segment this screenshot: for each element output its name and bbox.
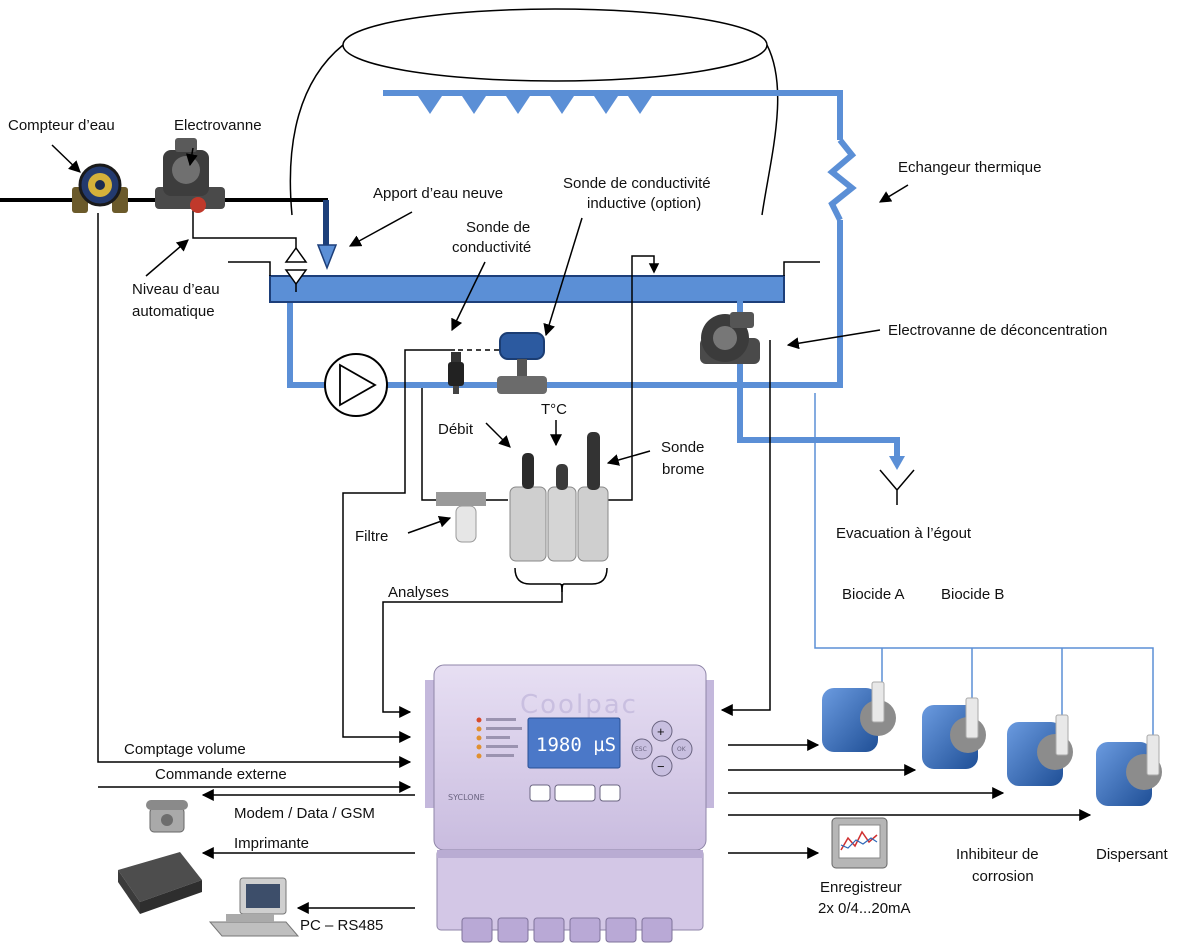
drain-pipe <box>737 300 915 505</box>
inductive-conductivity-probe <box>497 332 547 394</box>
label-modem: Modem / Data / GSM <box>234 805 375 822</box>
coolpac-controller: Coolpac 1980 µS + − ESC <box>425 664 714 943</box>
filter <box>436 492 486 543</box>
controller-display-value: 1980 µS <box>536 734 616 756</box>
label-inhibitor-line2: corrosion <box>972 868 1034 885</box>
printer <box>118 852 202 914</box>
dosing-pump-biocide-a <box>822 681 896 752</box>
controller-soft-key-2[interactable] <box>554 784 596 802</box>
label-inductive-probe-line2: inductive (option) <box>587 195 701 212</box>
fresh-water-inlet-arrow <box>316 244 338 271</box>
label-auto-level-line2: automatique <box>132 303 215 320</box>
label-recorder-line2: 2x 0/4...20mA <box>818 900 911 917</box>
float-level-valve <box>192 200 308 292</box>
label-analyses: Analyses <box>388 584 449 601</box>
temperature-sensor <box>556 464 568 490</box>
solenoid-valve <box>155 138 225 213</box>
label-flow: Débit <box>438 421 474 438</box>
label-fresh-water-supply: Apport d’eau neuve <box>373 185 503 202</box>
basin-tank <box>269 275 785 303</box>
cable-glands <box>461 917 673 943</box>
pc <box>208 877 300 937</box>
spray-header <box>287 90 843 388</box>
controller-enter-button[interactable]: OK <box>671 738 693 760</box>
label-inductive-probe-line1: Sonde de conductivité <box>563 175 711 192</box>
label-recorder-line1: Enregistreur <box>820 879 902 896</box>
controller-model: SYCLONE <box>448 793 485 802</box>
controller-minus-button[interactable]: − <box>651 755 673 777</box>
label-auto-level-line1: Niveau d’eau <box>132 281 220 298</box>
recirculation-pump <box>324 353 388 417</box>
deconcentration-valve <box>700 312 760 364</box>
analysis-probe-holders <box>509 432 609 562</box>
label-pc: PC – RS485 <box>300 917 383 934</box>
controller-esc-button[interactable]: ESC <box>631 738 653 760</box>
cooling-tower <box>289 8 779 216</box>
flow-sensor <box>522 453 534 489</box>
basin <box>228 261 820 303</box>
label-solenoid-valve: Electrovanne <box>174 117 262 134</box>
label-printer: Imprimante <box>234 835 309 852</box>
label-conductivity-probe-line1: Sonde de <box>466 219 530 236</box>
label-filter: Filtre <box>355 528 388 545</box>
recorder <box>831 817 888 869</box>
controller-soft-key-1[interactable] <box>529 784 551 802</box>
label-drain: Evacuation à l’égout <box>836 525 972 542</box>
svg-text:OK: OK <box>677 746 687 753</box>
controller-output-arrows <box>728 739 1092 821</box>
label-volume-count: Comptage volume <box>124 741 246 758</box>
tower-right-wall <box>761 44 779 216</box>
label-biocide-a: Biocide A <box>842 586 905 603</box>
svg-text:−: − <box>657 759 665 774</box>
status-leds <box>476 717 522 759</box>
dosing-pump-biocide-b <box>922 697 986 769</box>
label-deconcentration-valve: Electrovanne de déconcentration <box>888 322 1107 339</box>
callout-arrows <box>51 144 909 534</box>
label-conductivity-probe-line2: conductivité <box>452 239 531 256</box>
heat-exchanger-coil <box>827 138 857 222</box>
drain-outlet-symbol <box>879 469 915 505</box>
conductivity-probe <box>410 349 505 394</box>
tower-left-wall <box>289 44 344 216</box>
label-external-command: Commande externe <box>155 766 287 783</box>
telephone <box>146 800 188 833</box>
label-heat-exchanger: Echangeur thermique <box>898 159 1041 176</box>
controller-lcd <box>527 717 621 769</box>
label-bromine-probe-line2: brome <box>662 461 705 478</box>
label-temperature: T°C <box>541 401 567 418</box>
controller-brand: Coolpac <box>520 690 638 720</box>
svg-text:ESC: ESC <box>635 746 647 753</box>
label-bromine-probe-line1: Sonde <box>661 439 704 456</box>
water-meter <box>72 163 128 213</box>
bromine-probe <box>587 432 600 490</box>
dosing-pump-dispersant <box>1096 734 1162 806</box>
label-water-meter: Compteur d’eau <box>8 117 115 134</box>
label-biocide-b: Biocide B <box>941 586 1004 603</box>
label-inhibitor-line1: Inhibiteur de <box>956 846 1039 863</box>
tower-top-ellipse <box>342 8 768 82</box>
analysis-loop-lines <box>97 213 820 914</box>
controller-plus-button[interactable]: + <box>651 720 673 742</box>
dosing-pump-inhibitor <box>1007 714 1073 786</box>
controller-soft-key-3[interactable] <box>599 784 621 802</box>
svg-text:+: + <box>657 724 665 739</box>
label-dispersant: Dispersant <box>1096 846 1169 863</box>
